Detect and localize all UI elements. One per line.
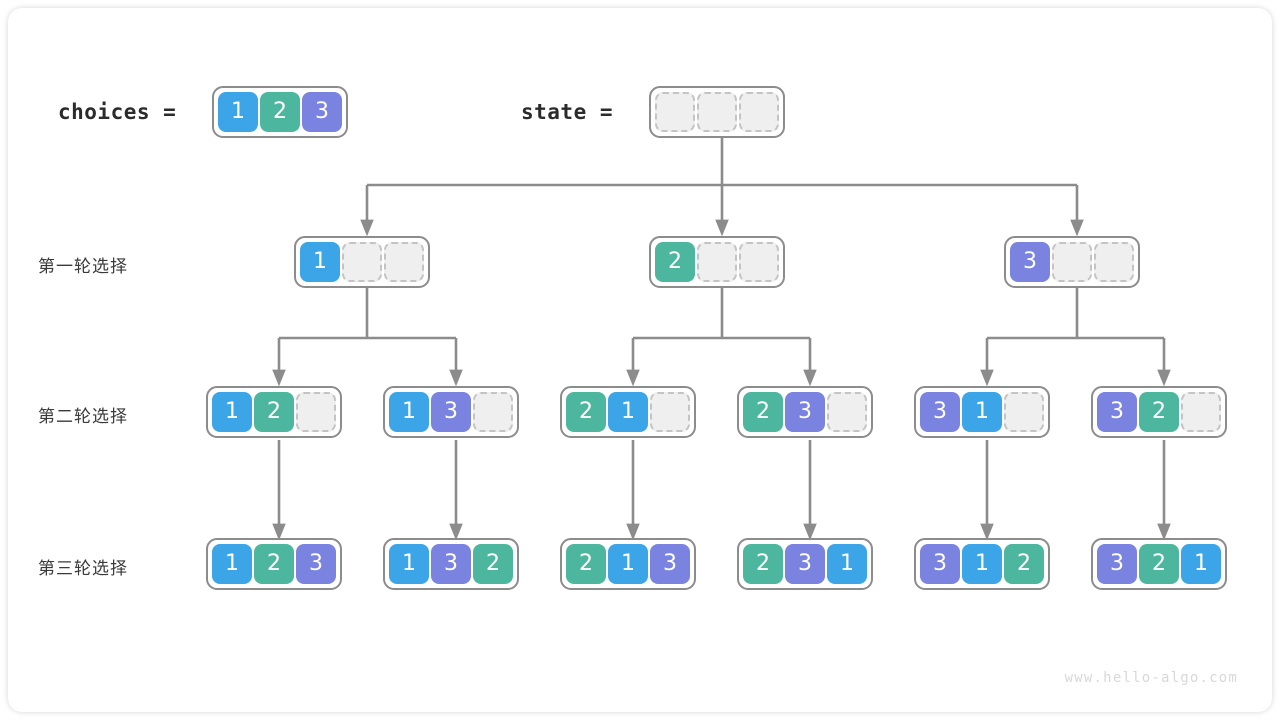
array-cell-filled: 3 xyxy=(920,544,960,584)
array-cell-filled: 2 xyxy=(566,544,606,584)
array-cell-filled: 1 xyxy=(389,392,429,432)
array-cell-filled: 1 xyxy=(212,544,252,584)
array-cell-filled: 3 xyxy=(431,392,471,432)
array-cell-filled: 2 xyxy=(260,92,300,132)
array-cell-filled: 1 xyxy=(608,392,648,432)
array-cell-filled: 2 xyxy=(655,242,695,282)
array-cell-empty xyxy=(1094,242,1134,282)
array-cell-filled: 2 xyxy=(566,392,606,432)
page-card xyxy=(8,8,1272,712)
array-cell-empty xyxy=(697,242,737,282)
array-cell-filled: 2 xyxy=(743,544,783,584)
tree-node-level1-3: 3 xyxy=(1004,236,1140,288)
array-cell-filled: 3 xyxy=(650,544,690,584)
row-label-round-2: 第二轮选择 xyxy=(38,407,128,427)
array-cell-filled: 1 xyxy=(827,544,867,584)
array-cell-filled: 2 xyxy=(1004,544,1044,584)
tree-node-level1-1: 1 xyxy=(294,236,430,288)
array-cell-filled: 1 xyxy=(608,544,648,584)
array-cell-empty xyxy=(655,92,695,132)
array-cell-filled: 1 xyxy=(218,92,258,132)
array-cell-empty xyxy=(384,242,424,282)
array-cell-filled: 3 xyxy=(920,392,960,432)
array-cell-filled: 2 xyxy=(1139,392,1179,432)
array-cell-empty xyxy=(342,242,382,282)
array-cell-empty xyxy=(827,392,867,432)
array-cell-empty xyxy=(739,242,779,282)
array-cell-filled: 2 xyxy=(743,392,783,432)
array-cell-filled: 3 xyxy=(1097,392,1137,432)
array-cell-filled: 1 xyxy=(389,544,429,584)
array-cell-filled: 3 xyxy=(785,392,825,432)
array-cell-empty xyxy=(1181,392,1221,432)
array-cell-filled: 3 xyxy=(302,92,342,132)
array-cell-filled: 2 xyxy=(1139,544,1179,584)
tree-node-level1-2: 2 xyxy=(649,236,785,288)
array-cell-filled: 1 xyxy=(212,392,252,432)
array-cell-filled: 2 xyxy=(254,392,294,432)
state-label: state = xyxy=(521,100,614,124)
row-label-round-1: 第一轮选择 xyxy=(38,257,128,277)
array-cell-empty xyxy=(1004,392,1044,432)
array-cell-filled: 1 xyxy=(300,242,340,282)
array-cell-filled: 3 xyxy=(1010,242,1050,282)
choices-label: choices = xyxy=(58,100,177,124)
array-cell-empty xyxy=(739,92,779,132)
array-cell-filled: 3 xyxy=(785,544,825,584)
array-cell-empty xyxy=(473,392,513,432)
watermark: www.hello-algo.com xyxy=(1064,670,1238,686)
array-cell-empty xyxy=(650,392,690,432)
array-cell-filled: 1 xyxy=(1181,544,1221,584)
array-cell-filled: 3 xyxy=(431,544,471,584)
array-cell-filled: 2 xyxy=(254,544,294,584)
array-cell-filled: 1 xyxy=(962,392,1002,432)
array-cell-filled: 2 xyxy=(473,544,513,584)
state-array-root xyxy=(649,86,785,138)
array-cell-empty xyxy=(1052,242,1092,282)
array-cell-filled: 1 xyxy=(962,544,1002,584)
row-label-round-3: 第三轮选择 xyxy=(38,559,128,579)
array-cell-filled: 3 xyxy=(1097,544,1137,584)
array-cell-empty xyxy=(296,392,336,432)
array-cell-empty xyxy=(697,92,737,132)
array-cell-filled: 3 xyxy=(296,544,336,584)
